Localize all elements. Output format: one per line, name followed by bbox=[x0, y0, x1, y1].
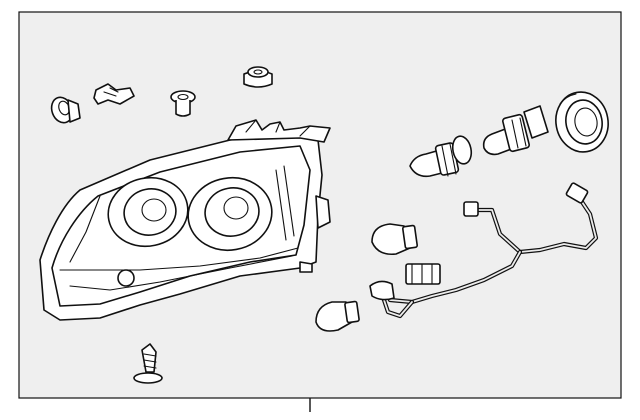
mounting-bolt bbox=[133, 343, 163, 384]
wiring-harness bbox=[369, 182, 599, 319]
clip bbox=[93, 83, 135, 105]
headlamp-bulb bbox=[482, 105, 549, 156]
turn-signal-bulb-socket bbox=[409, 135, 473, 178]
cap-grommet bbox=[243, 66, 273, 88]
spacer-grommet bbox=[170, 90, 196, 117]
push-pin-grommet bbox=[50, 96, 81, 124]
bulb-seal-cover bbox=[555, 91, 609, 153]
side-marker-bulb bbox=[371, 223, 419, 256]
park-bulb bbox=[315, 300, 360, 332]
headlamp-assembly bbox=[39, 119, 331, 321]
